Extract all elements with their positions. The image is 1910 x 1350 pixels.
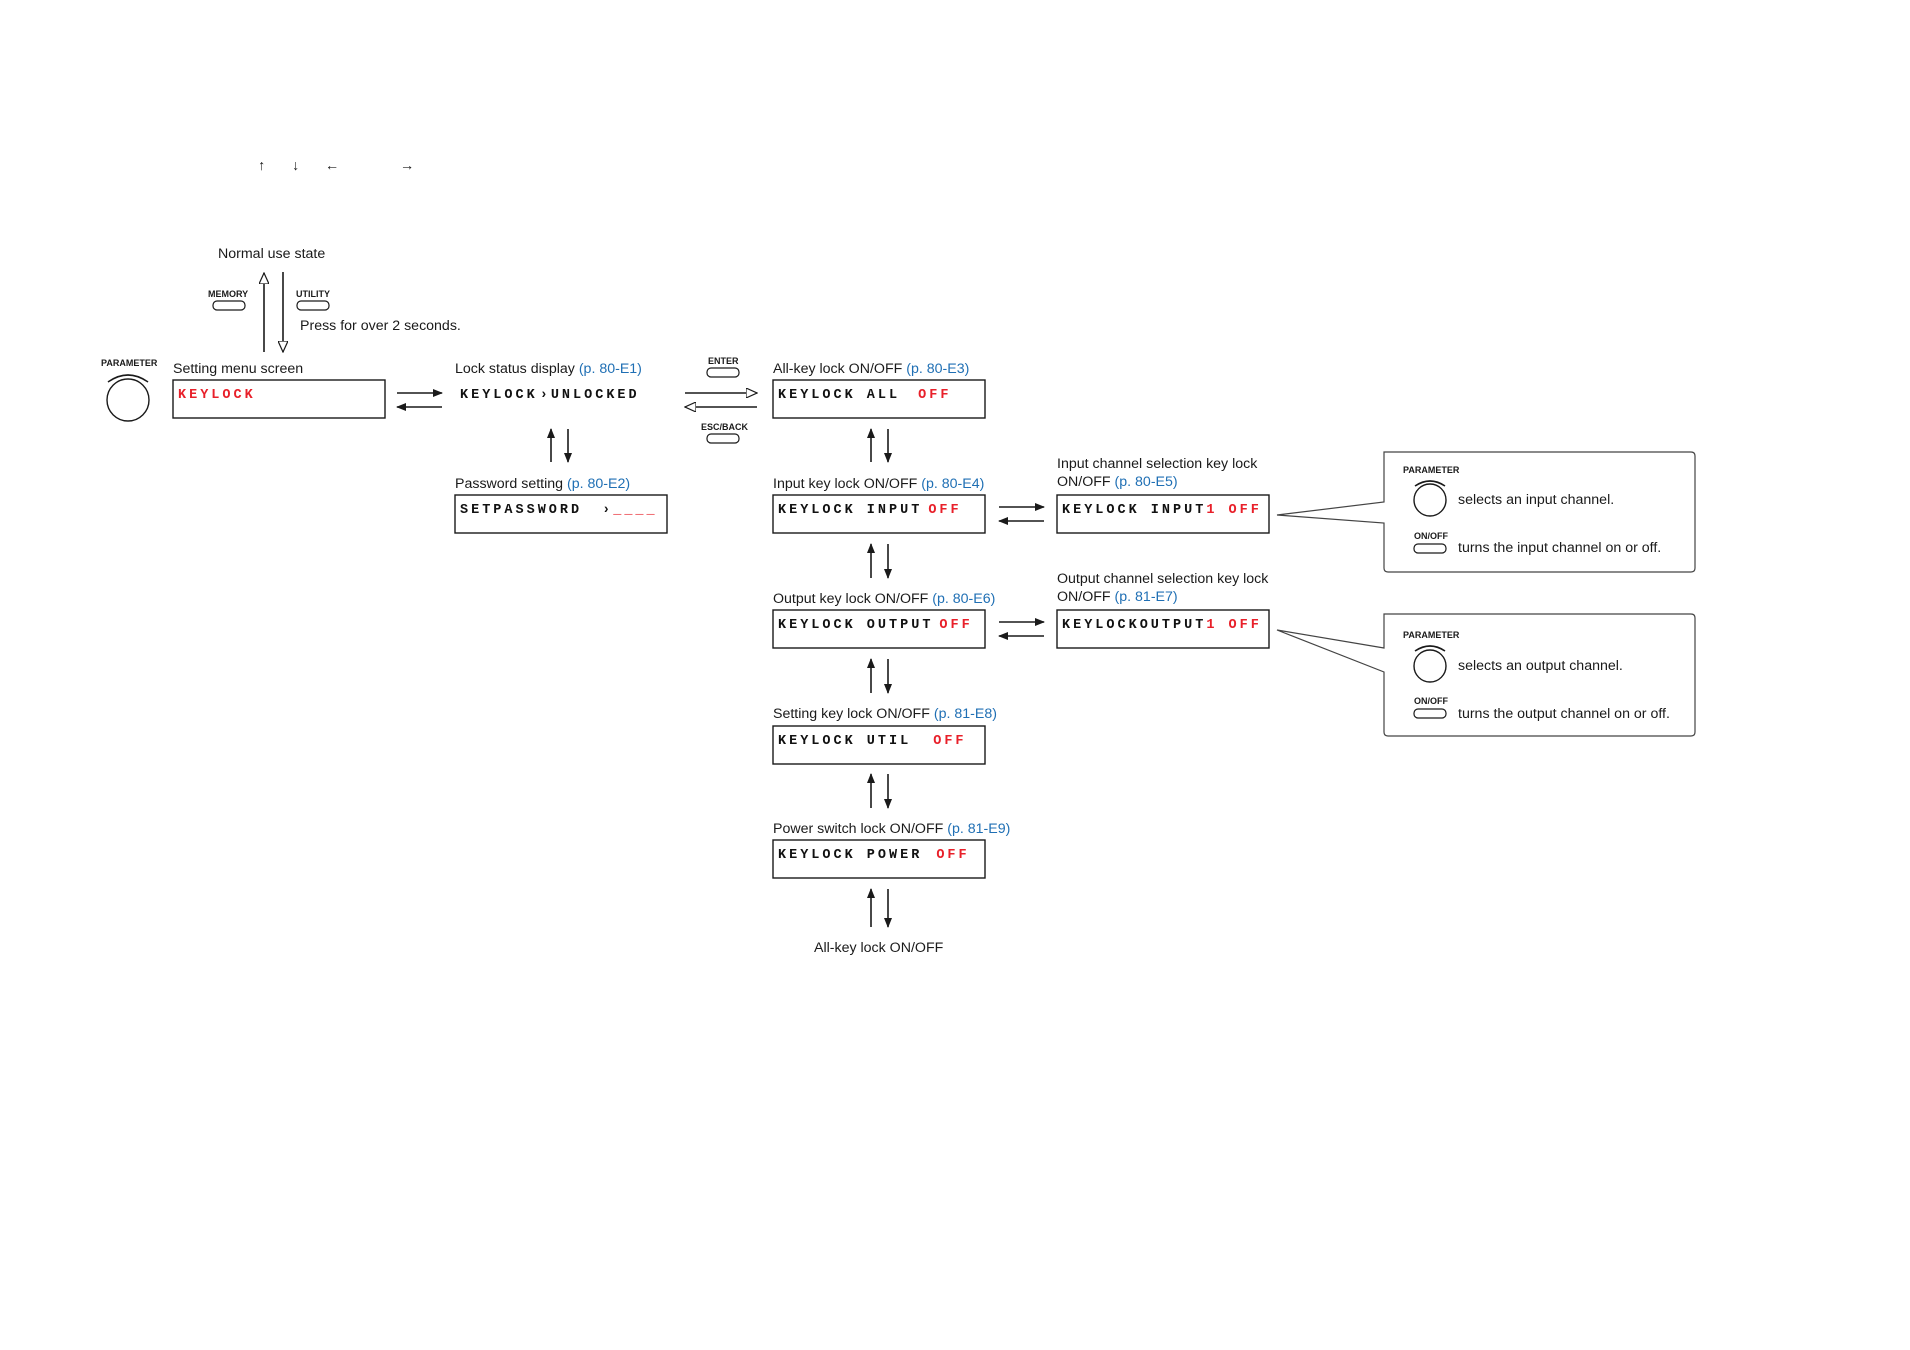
output-key-lock-label: Output key lock ON/OFF (p. 80-E6) (773, 591, 995, 607)
esc-back-button[interactable] (706, 433, 740, 444)
input-channel-label-2: ON/OFF (p. 80-E5) (1057, 474, 1178, 490)
memory-button[interactable] (212, 300, 246, 311)
down-arrow-icon: ↓ (292, 158, 299, 174)
callout-input-onoff-label: ON/OFF (1414, 531, 1448, 541)
callout-input-onoff-text: turns the input channel on or off. (1458, 540, 1661, 556)
input-key-lock-lcd (772, 494, 986, 534)
password-label: Password setting (p. 80-E2) (455, 476, 630, 492)
lock-status-label: Lock status display (p. 80-E1) (455, 361, 642, 377)
nav-legend: ↑ ↓ ← → (258, 158, 414, 174)
setting-menu-lcd-text: KEYLOCK (178, 388, 256, 403)
utility-button-label: UTILITY (296, 289, 330, 299)
callout-output-knob-text: selects an output channel. (1458, 658, 1623, 674)
callout-input-onoff-button (1413, 543, 1447, 554)
enter-button-label: ENTER (708, 356, 739, 366)
setting-key-lock-lcd (772, 725, 986, 765)
knob-rotate-arc (107, 374, 149, 383)
esc-back-button-label: ESC/BACK (701, 422, 749, 432)
utility-button[interactable] (296, 300, 330, 311)
up-arrow-icon: ↑ (258, 158, 265, 174)
parameter-knob-icon[interactable] (106, 378, 150, 422)
bottom-all-key-lock-label: All-key lock ON/OFF (814, 940, 944, 956)
power-switch-lock-lcd (772, 839, 986, 879)
callout-output-knob-arc (1414, 645, 1446, 652)
press-note: Press for over 2 seconds. (300, 318, 461, 334)
output-channel-label-2: ON/OFF (p. 81-E7) (1057, 589, 1178, 605)
lock-status-lcd-text: KEYLOCK›UNLOCKED (460, 388, 640, 403)
normal-use-state-label: Normal use state (218, 246, 325, 262)
input-channel-lcd (1056, 494, 1270, 534)
setting-key-lock-label: Setting key lock ON/OFF (p. 81-E8) (773, 706, 997, 722)
input-channel-label-1: Input channel selection key lock (1057, 456, 1258, 472)
callout-output-onoff-text: turns the output channel on or off. (1458, 706, 1670, 722)
left-arrow-icon: ← (325, 158, 339, 174)
memory-button-label: MEMORY (208, 289, 248, 299)
right-arrow-icon: → (400, 158, 414, 174)
power-switch-lock-label: Power switch lock ON/OFF (p. 81-E9) (773, 821, 1010, 837)
output-key-lock-lcd (772, 609, 986, 649)
password-lcd-text: SETPASSWORD›____ (460, 503, 658, 518)
callout-input-knob-text: selects an input channel. (1458, 492, 1614, 508)
input-key-lock-label: Input key lock ON/OFF (p. 80-E4) (773, 476, 984, 492)
input-callout-box (1276, 451, 1696, 573)
setting-menu-lcd (172, 379, 386, 419)
callout-input-knob-icon (1413, 483, 1447, 517)
input-channel-lcd-text: KEYLOCK INPUT1 OFF (1062, 503, 1262, 518)
callout-output-knob-icon (1413, 649, 1447, 683)
all-key-lock-label: All-key lock ON/OFF (p. 80-E3) (773, 361, 969, 377)
enter-button[interactable] (706, 367, 740, 378)
parameter-knob-label: PARAMETER (101, 358, 158, 368)
callout-input-knob-arc (1414, 480, 1446, 487)
password-lcd (454, 494, 668, 534)
output-callout-box (1276, 613, 1696, 737)
output-channel-label-1: Output channel selection key lock (1057, 571, 1269, 587)
output-channel-lcd (1056, 609, 1270, 649)
callout-output-onoff-label: ON/OFF (1414, 696, 1448, 706)
callout-output-onoff-button (1413, 708, 1447, 719)
callout-input-knob-label: PARAMETER (1403, 465, 1460, 475)
setting-menu-label: Setting menu screen (173, 361, 303, 377)
output-channel-lcd-text: KEYLOCKOUTPUT1 OFF (1062, 618, 1262, 633)
all-key-lock-lcd (772, 379, 986, 419)
callout-output-knob-label: PARAMETER (1403, 630, 1460, 640)
